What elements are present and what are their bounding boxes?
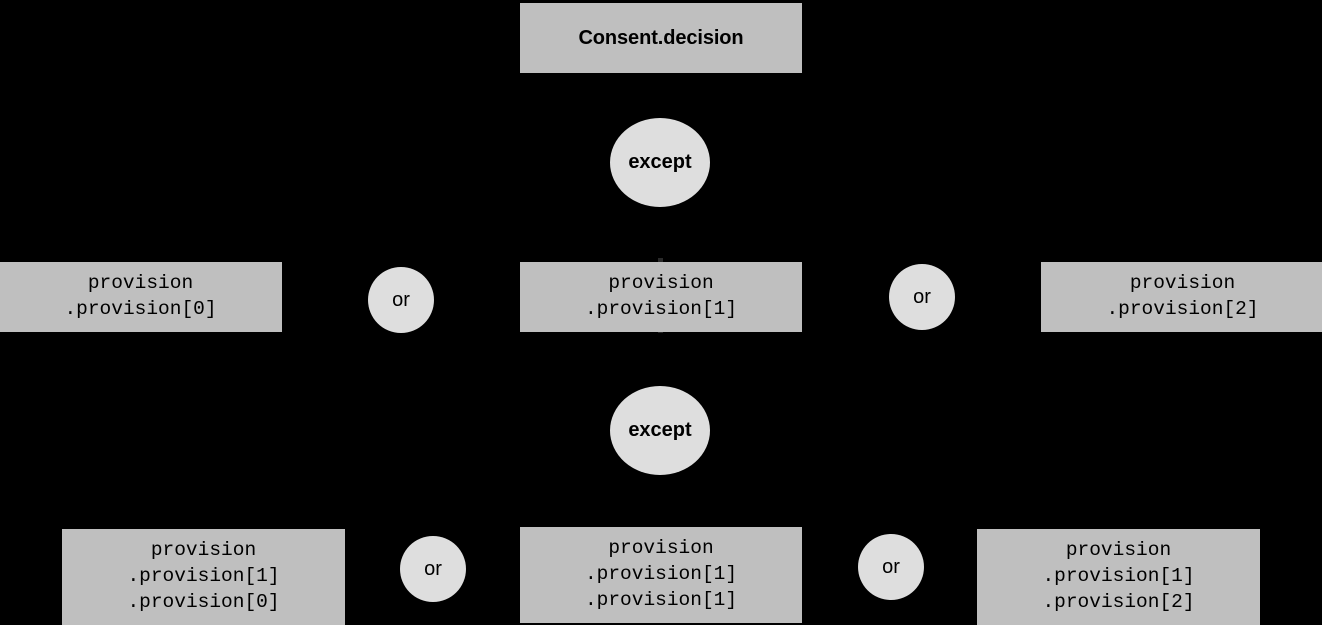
node-line-1: provision <box>150 539 257 562</box>
node-operator-except-2[interactable]: except <box>610 386 710 475</box>
node-line-1: provision <box>1065 539 1172 562</box>
edge-arrow-provision1-top <box>658 258 663 263</box>
node-line-3: .provision[1] <box>584 588 738 611</box>
operator-label: or <box>424 557 442 580</box>
node-line-2: .provision[1] <box>584 563 738 586</box>
edge-provision-1-2-drop <box>1117 502 1119 529</box>
edge-except2-to-provision-1-0 <box>203 502 661 504</box>
node-consent-decision[interactable]: Consent.decision <box>520 3 802 73</box>
node-operator-or-2[interactable]: or <box>889 264 955 330</box>
edge-except1-to-provision0 <box>141 234 660 236</box>
node-provision-1-2[interactable]: provision .provision[1] .provision[2] <box>977 529 1260 625</box>
node-line-2: .provision[1] <box>584 298 738 320</box>
edge-provision1-to-except2 <box>660 331 662 386</box>
node-provision-2[interactable]: provision .provision[2] <box>1041 262 1322 332</box>
node-line-2: .provision[2] <box>1106 298 1259 320</box>
node-line-2: .provision[1] <box>127 565 280 588</box>
node-provision-0[interactable]: provision .provision[0] <box>0 262 282 332</box>
node-line-1: provision <box>1129 272 1236 295</box>
node-label: Consent.decision <box>578 26 744 49</box>
node-line-1: provision <box>608 272 714 295</box>
node-line-3: .provision[0] <box>127 590 280 613</box>
node-provision-1-0[interactable]: provision .provision[1] .provision[0] <box>62 529 345 625</box>
node-operator-except-1[interactable]: except <box>610 118 710 207</box>
edge-root-to-except1 <box>660 73 662 118</box>
node-line-1: provision <box>87 272 194 295</box>
edge-provision-1-0-drop <box>202 502 204 529</box>
operator-label: or <box>882 555 900 578</box>
operator-label: or <box>913 285 931 308</box>
operator-label: or <box>392 288 410 311</box>
operator-label: except <box>628 419 692 441</box>
node-line-2: .provision[1] <box>1042 565 1195 588</box>
edge-except2-to-provision-1-2 <box>660 502 1118 504</box>
edge-except1-to-provision2 <box>660 234 1180 236</box>
node-provision-1[interactable]: provision .provision[1] <box>520 262 802 332</box>
operator-label: except <box>628 151 692 173</box>
node-line-3: .provision[2] <box>1042 590 1195 613</box>
edge-provision2-drop <box>1179 234 1181 262</box>
node-line-2: .provision[0] <box>64 298 217 320</box>
node-provision-1-1[interactable]: provision .provision[1] .provision[1] <box>520 527 802 623</box>
edge-provision0-drop <box>140 234 142 262</box>
node-operator-or-3[interactable]: or <box>400 536 466 602</box>
node-line-1: provision <box>608 537 714 560</box>
node-operator-or-1[interactable]: or <box>368 267 434 333</box>
node-operator-or-4[interactable]: or <box>858 534 924 600</box>
